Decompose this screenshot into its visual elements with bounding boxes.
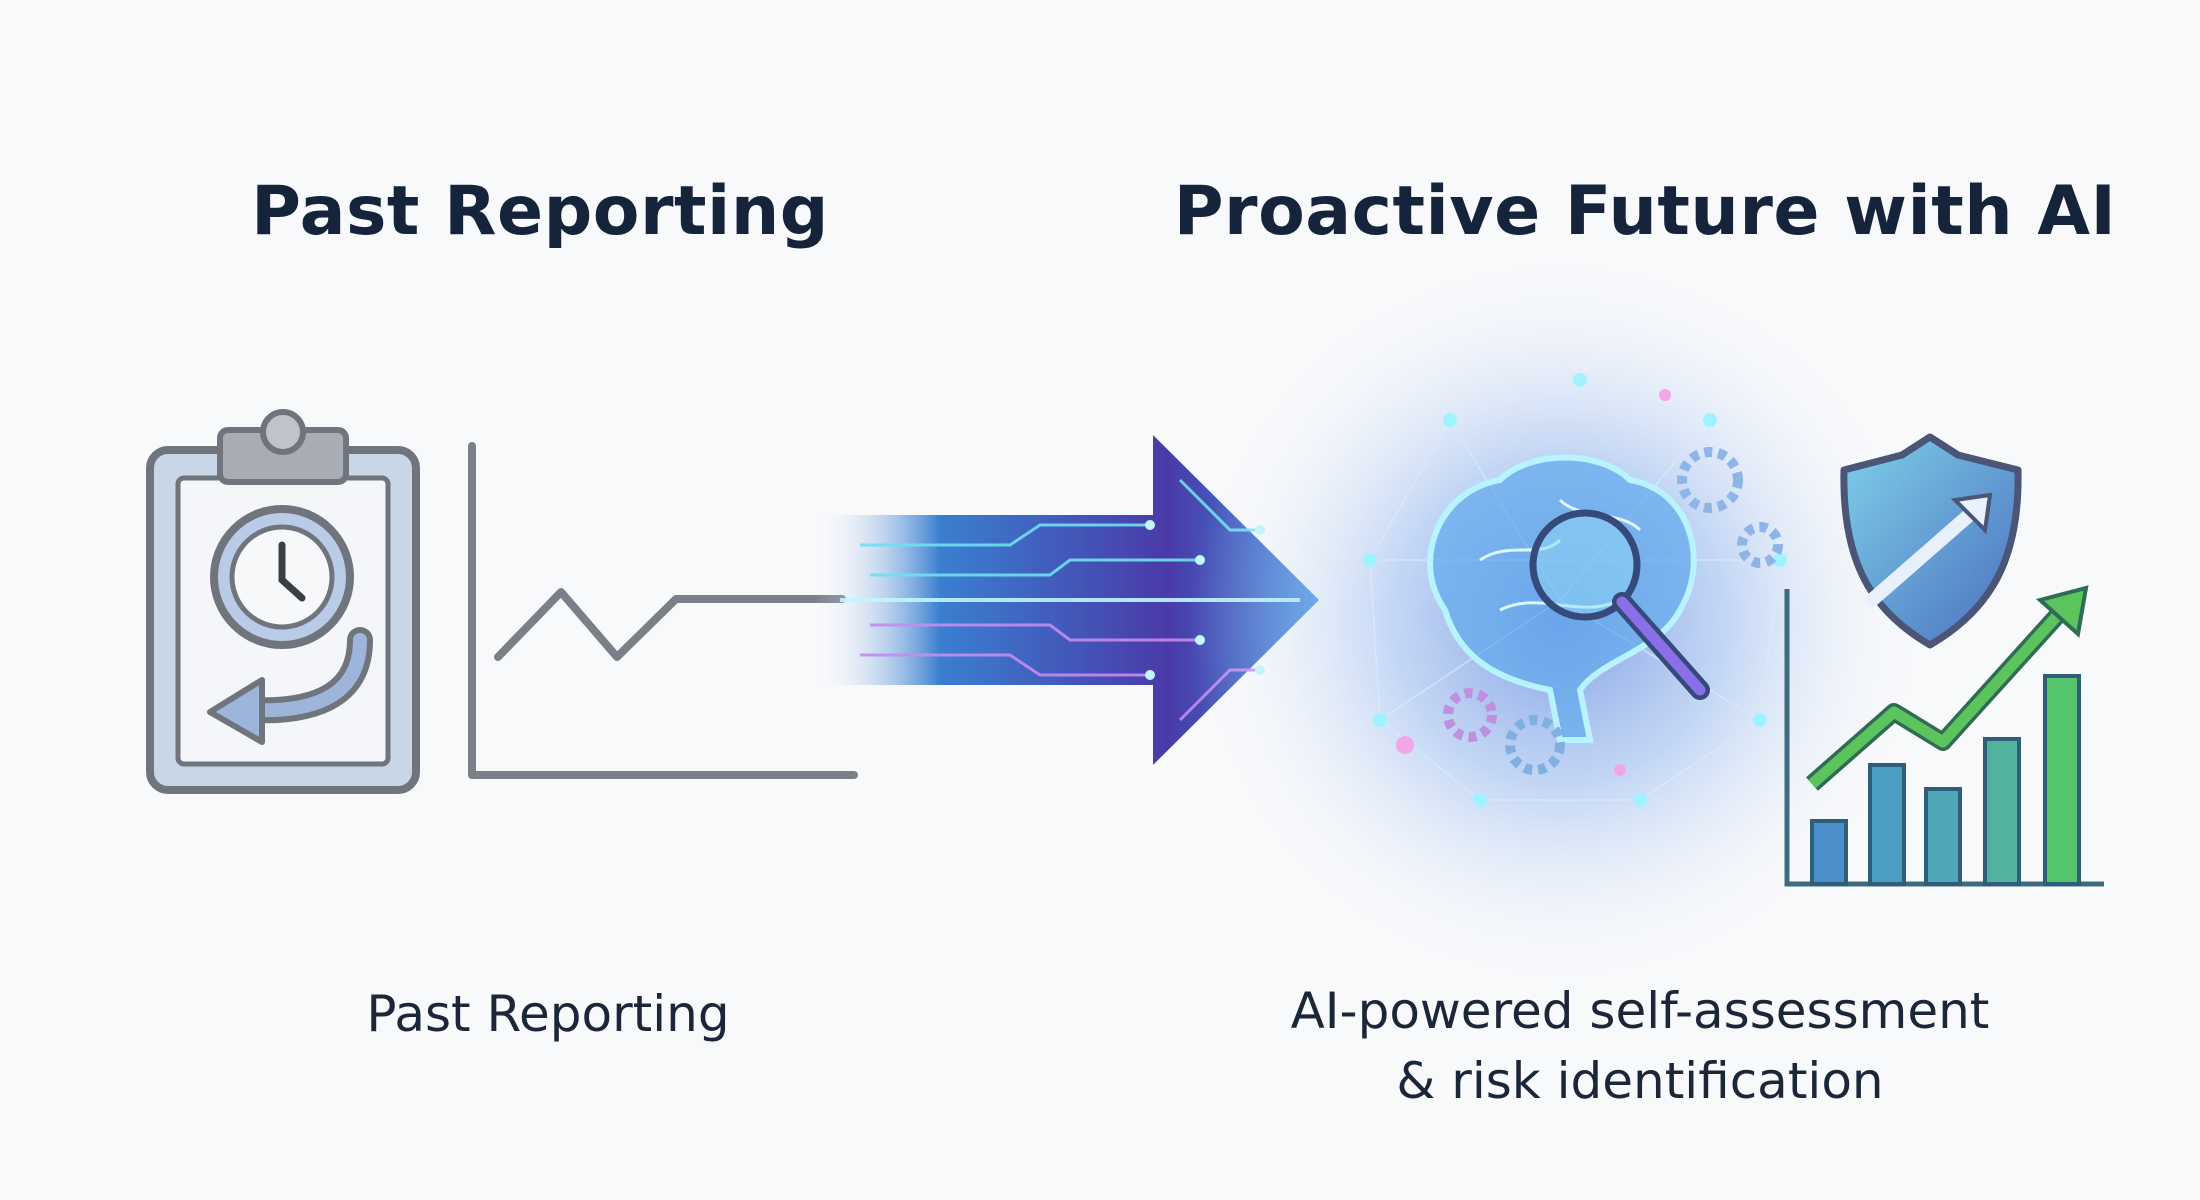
clipboard-clock-icon (146, 409, 420, 794)
past-reporting-caption: Past Reporting (366, 985, 730, 1043)
growth-bar-chart-icon (1784, 585, 2104, 887)
past-reporting-title: Past Reporting (251, 172, 829, 251)
ai-caption-line2: & risk identification (1396, 1052, 1884, 1110)
shield-arrow-icon (1840, 433, 2022, 649)
ai-caption-line1: AI-powered self-assessment (1290, 982, 1990, 1040)
ai-brain-magnifier-icon (1190, 250, 1930, 990)
flat-line-chart-icon (468, 442, 858, 779)
proactive-future-title: Proactive Future with AI (1173, 172, 2117, 251)
